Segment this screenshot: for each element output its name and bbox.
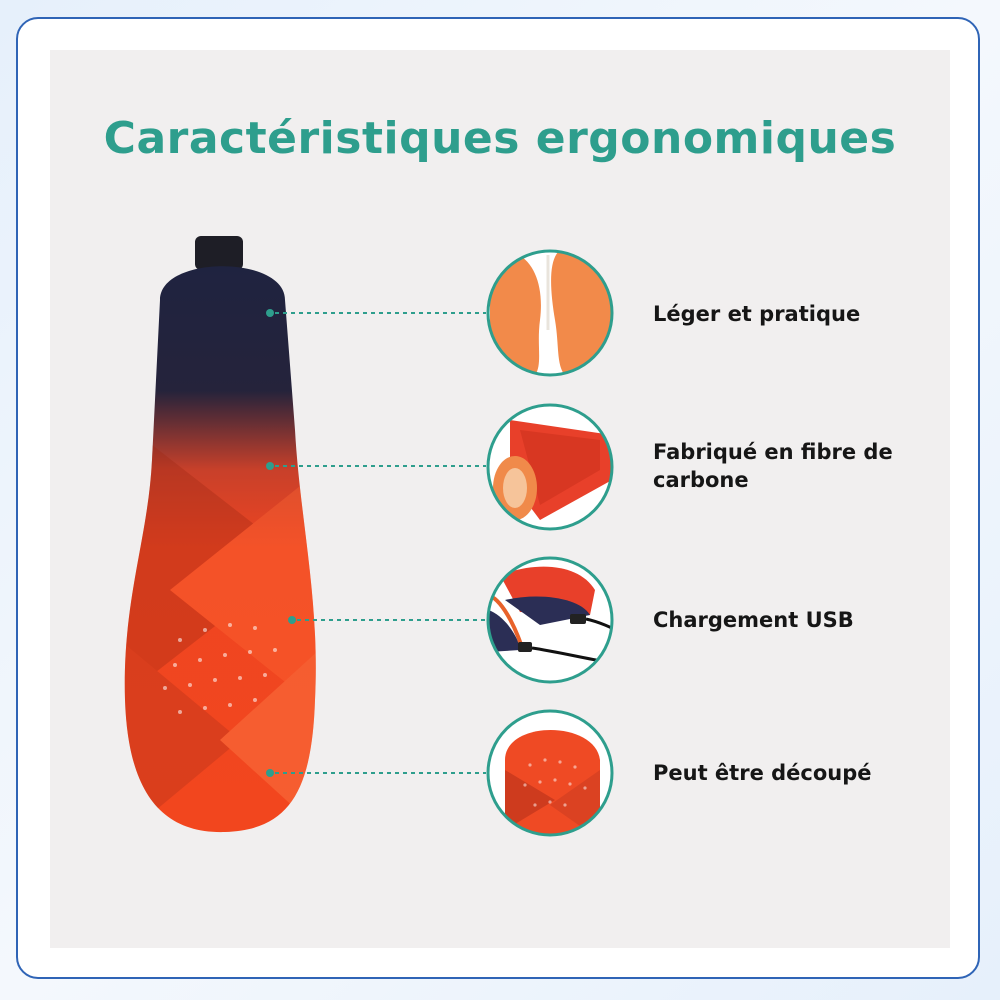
connector-dot <box>288 616 296 624</box>
rolled-carbon-fiber-insole-icon <box>486 403 614 531</box>
feature-label-can-be-cut: Peut être découpé <box>653 761 872 785</box>
feature-label-carbon-fiber: Fabriqué en fibre de carbone <box>653 440 893 492</box>
feature-label-usb-charging: Chargement USB <box>653 608 854 632</box>
feature-label-lightweight: Léger et pratique <box>653 302 861 326</box>
insole-heel-closeup-icon <box>486 709 614 837</box>
connector-dot <box>266 462 274 470</box>
page-title: Caractéristiques ergonomiques <box>103 113 897 164</box>
main-insole-image <box>124 236 316 833</box>
usb-charging-cable-icon <box>486 556 614 684</box>
orange-foam-insoles-icon <box>486 249 614 377</box>
connector-dot <box>266 309 274 317</box>
connectors <box>266 309 486 777</box>
insole-tab <box>195 236 243 270</box>
connector-dot <box>266 769 274 777</box>
